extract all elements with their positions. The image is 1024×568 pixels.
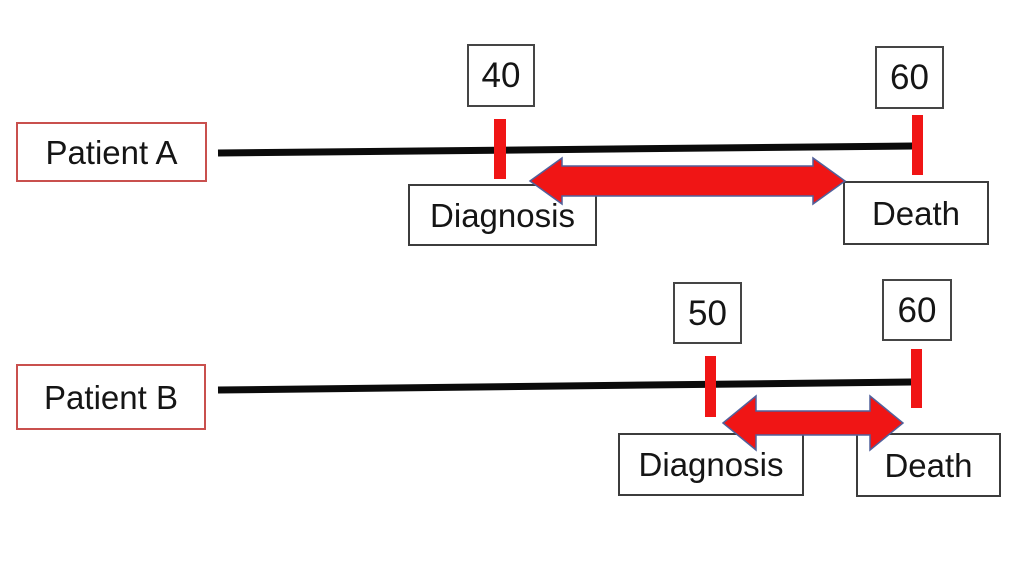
death-a-box: Death	[843, 181, 989, 245]
age-50-box: 50	[673, 282, 742, 344]
diagnosis-a-box: Diagnosis	[408, 184, 597, 246]
diagnosis-b-box: Diagnosis	[618, 433, 804, 496]
age-60-box-a: 60	[875, 46, 944, 109]
death-tick-b	[911, 349, 922, 408]
death-tick-a	[912, 115, 923, 175]
patient-b-label: Patient B	[16, 364, 206, 430]
age-40-box: 40	[467, 44, 535, 107]
diagnosis-tick-b	[705, 356, 716, 417]
age-60-box-b: 60	[882, 279, 952, 341]
patient-a-label: Patient A	[16, 122, 207, 182]
death-b-box: Death	[856, 433, 1001, 497]
timeline-b-line	[217, 378, 912, 394]
timeline-a-line	[217, 142, 914, 157]
diagnosis-tick-a	[494, 119, 506, 179]
